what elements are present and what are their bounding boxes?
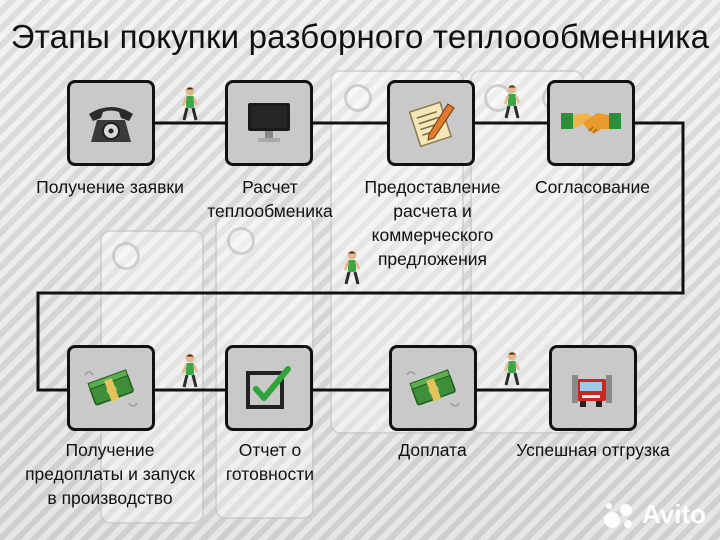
truck-icon [572, 375, 612, 407]
money-icon [406, 369, 460, 407]
step-node-approval [547, 80, 635, 166]
page-title: Этапы покупки разборного теплоообменника [10, 18, 710, 55]
step-node-readiness [225, 345, 313, 431]
avito-watermark: Avito [602, 499, 706, 530]
step-label: Получение заявки [36, 177, 184, 197]
step-label: Предоставление расчета и коммерческого п… [364, 177, 501, 269]
walking-person-icon [503, 351, 521, 386]
step-node-final-payment [389, 345, 477, 431]
step-node-shipment [549, 345, 637, 431]
step-label: Получение предоплаты и запуск в производ… [25, 440, 195, 508]
money-icon [84, 369, 138, 407]
document-pen-icon [408, 101, 455, 148]
step-label: Отчет о готовности [225, 440, 315, 484]
connector-line [36, 121, 685, 392]
step-node-calculation [225, 80, 313, 166]
walking-person-icon [181, 353, 199, 388]
monitor-icon [248, 103, 290, 142]
walking-person-icon [181, 86, 199, 121]
watermark-text: Avito [641, 499, 706, 529]
walking-person-icon [503, 84, 521, 119]
step-label: Доплата [398, 440, 467, 460]
step-label: Успешная отгрузка [516, 440, 670, 460]
step-node-proposal [387, 80, 475, 166]
telephone-icon [89, 107, 133, 142]
step-label: Согласование [535, 177, 650, 197]
step-label: Расчет теплообменика [207, 177, 333, 221]
handshake-icon [561, 113, 621, 134]
avito-logo-icon [603, 502, 632, 528]
step-node-prepayment [67, 345, 155, 431]
walking-person-icon [343, 250, 361, 285]
step-node-request [67, 80, 155, 166]
checkbox-icon [246, 366, 291, 409]
